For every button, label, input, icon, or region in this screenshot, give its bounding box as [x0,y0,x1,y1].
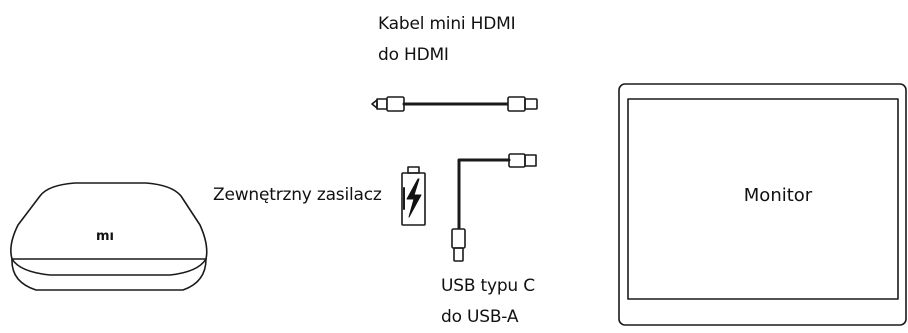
hdmi-label-line-1: Kabel mini HDMI [378,14,516,34]
hdmi-label-line-2: do HDMI [378,45,449,65]
power-supply-label: Zewnętrzny zasilacz [213,185,382,205]
battery-lightning-icon [401,166,426,226]
hdmi-cable-label: Kabel mini HDMI do HDMI [378,9,516,71]
mi-box-device: mı [10,182,208,291]
usb-label-line-2: do USB-A [441,307,519,327]
usb-label-line-1: USB typu C [441,276,535,296]
hdmi-cable-icon [371,96,538,112]
mi-logo: mı [96,229,114,244]
monitor-icon [618,83,907,326]
usb-cable-label: USB typu C do USB-A [441,271,535,333]
usb-c-to-a-cable-icon [451,153,537,262]
monitor-label: Monitor [743,185,813,206]
